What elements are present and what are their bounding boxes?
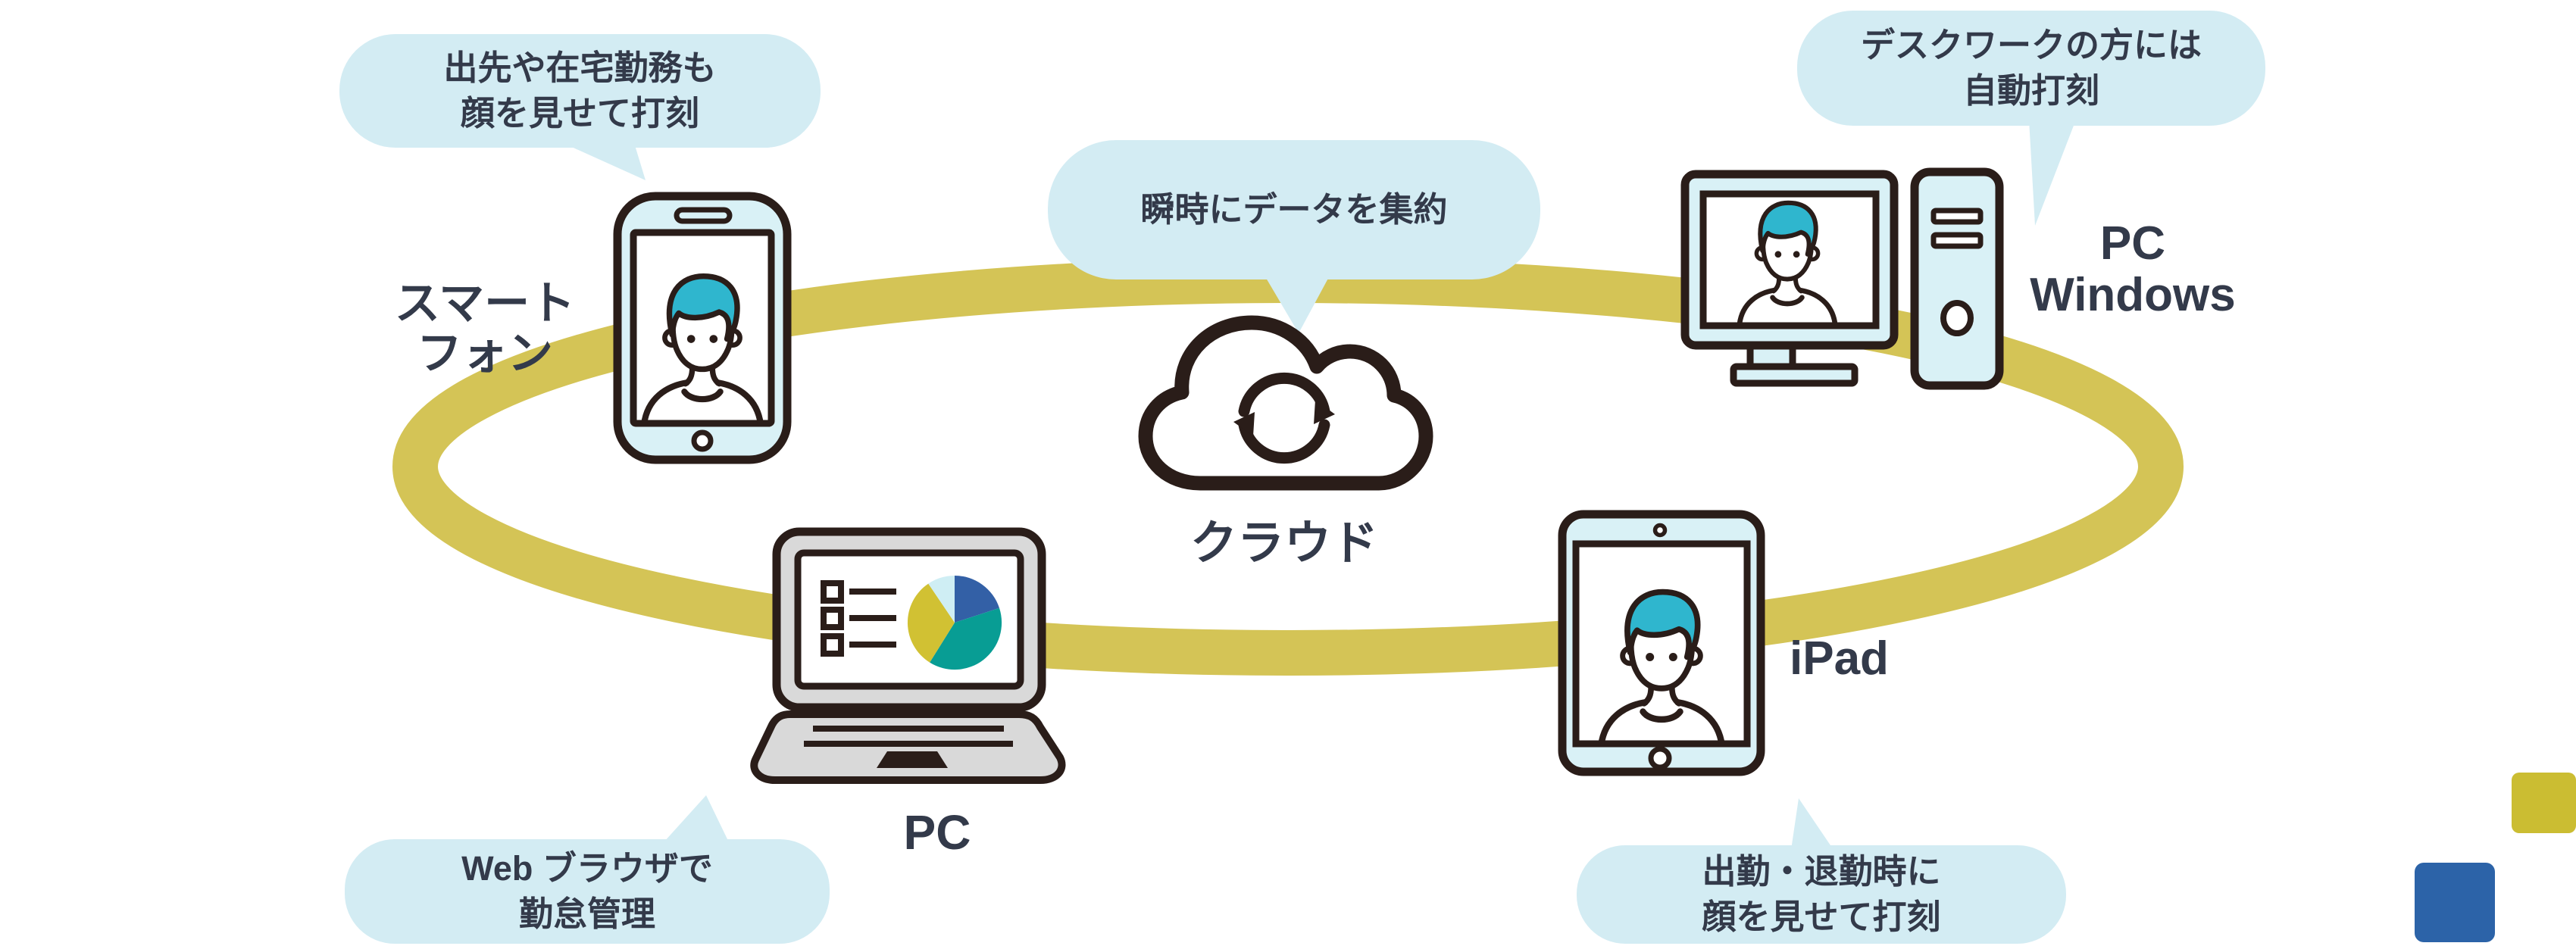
speech-bubble-tail-smartphone bbox=[568, 145, 646, 180]
cloud-icon bbox=[1138, 315, 1433, 491]
speech-bubble-ipad: 出勤・退勤時に 顔を見せて打刻 bbox=[1577, 845, 2066, 944]
label-desktop-pc-windows: PC Windows bbox=[2030, 217, 2236, 321]
home-button-icon bbox=[691, 429, 714, 452]
touchpad-icon bbox=[877, 751, 948, 768]
label-laptop-pc: PC bbox=[903, 805, 971, 860]
speech-bubble-laptop: Web ブラウザで 勤怠管理 bbox=[345, 839, 830, 944]
speech-bubble-desktop: デスクワークの方には 自動打刻 bbox=[1797, 11, 2265, 126]
ipad-illustration bbox=[1558, 510, 1765, 776]
speech-bubble-cloud: 瞬時にデータを集約 bbox=[1048, 140, 1540, 279]
home-button-icon bbox=[1648, 746, 1672, 770]
label-smartphone: スマート フォン bbox=[394, 278, 576, 379]
speech-bubble-smartphone: 出先や在宅勤務も 顔を見せて打刻 bbox=[339, 34, 821, 148]
speech-bubble-tail-cloud bbox=[1264, 274, 1330, 333]
speech-bubble-tail-laptop bbox=[664, 795, 729, 842]
camera-icon bbox=[1652, 523, 1668, 538]
label-ipad: iPad bbox=[1790, 632, 1889, 685]
checklist-icon bbox=[821, 580, 896, 657]
label-cloud: クラウド bbox=[1190, 517, 1378, 570]
sync-icon bbox=[1233, 372, 1335, 464]
pie-chart-icon bbox=[907, 576, 1002, 670]
smartphone-illustration bbox=[613, 192, 792, 464]
corner-square-yellow bbox=[2512, 773, 2576, 833]
speech-bubble-tail-ipad bbox=[1791, 798, 1834, 850]
speech-bubble-tail-desktop bbox=[2029, 120, 2076, 226]
corner-square-blue bbox=[2415, 863, 2495, 942]
power-button-icon bbox=[1940, 300, 1974, 336]
desktop-monitor-illustration bbox=[1680, 170, 1899, 387]
desktop-tower-illustration bbox=[1910, 167, 2004, 390]
laptop-illustration bbox=[750, 527, 1066, 784]
